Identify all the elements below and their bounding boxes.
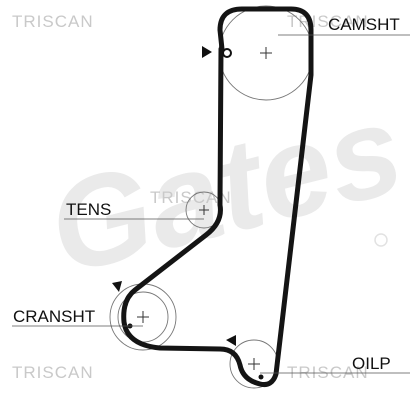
tensioner-center-cross [199, 205, 209, 215]
registered-mark-icon [374, 233, 388, 247]
crankshaft-label: CRANSHT [13, 307, 95, 326]
watermark-top-left: TRISCAN [12, 12, 94, 31]
camshaft-center-cross [260, 47, 272, 59]
oil-pump-timing-mark-icon [226, 335, 236, 346]
watermark-bottom-right: TRISCAN [287, 363, 369, 382]
camshaft-timing-mark-icon [202, 46, 212, 58]
oil-pump-label: OILP [352, 354, 391, 373]
timing-belt [121, 6, 314, 387]
watermark-bottom-left: TRISCAN [12, 363, 94, 382]
oil-pump-center-cross [248, 358, 260, 370]
camshaft-label: CAMSHT [328, 15, 400, 34]
camshaft-timing-dot-icon [222, 48, 232, 58]
crankshaft-center-cross [137, 311, 149, 323]
oil-pump-timing-dot-icon [258, 374, 264, 380]
tensioner-label: TENS [66, 200, 111, 219]
crankshaft-timing-mark-icon [112, 281, 122, 292]
